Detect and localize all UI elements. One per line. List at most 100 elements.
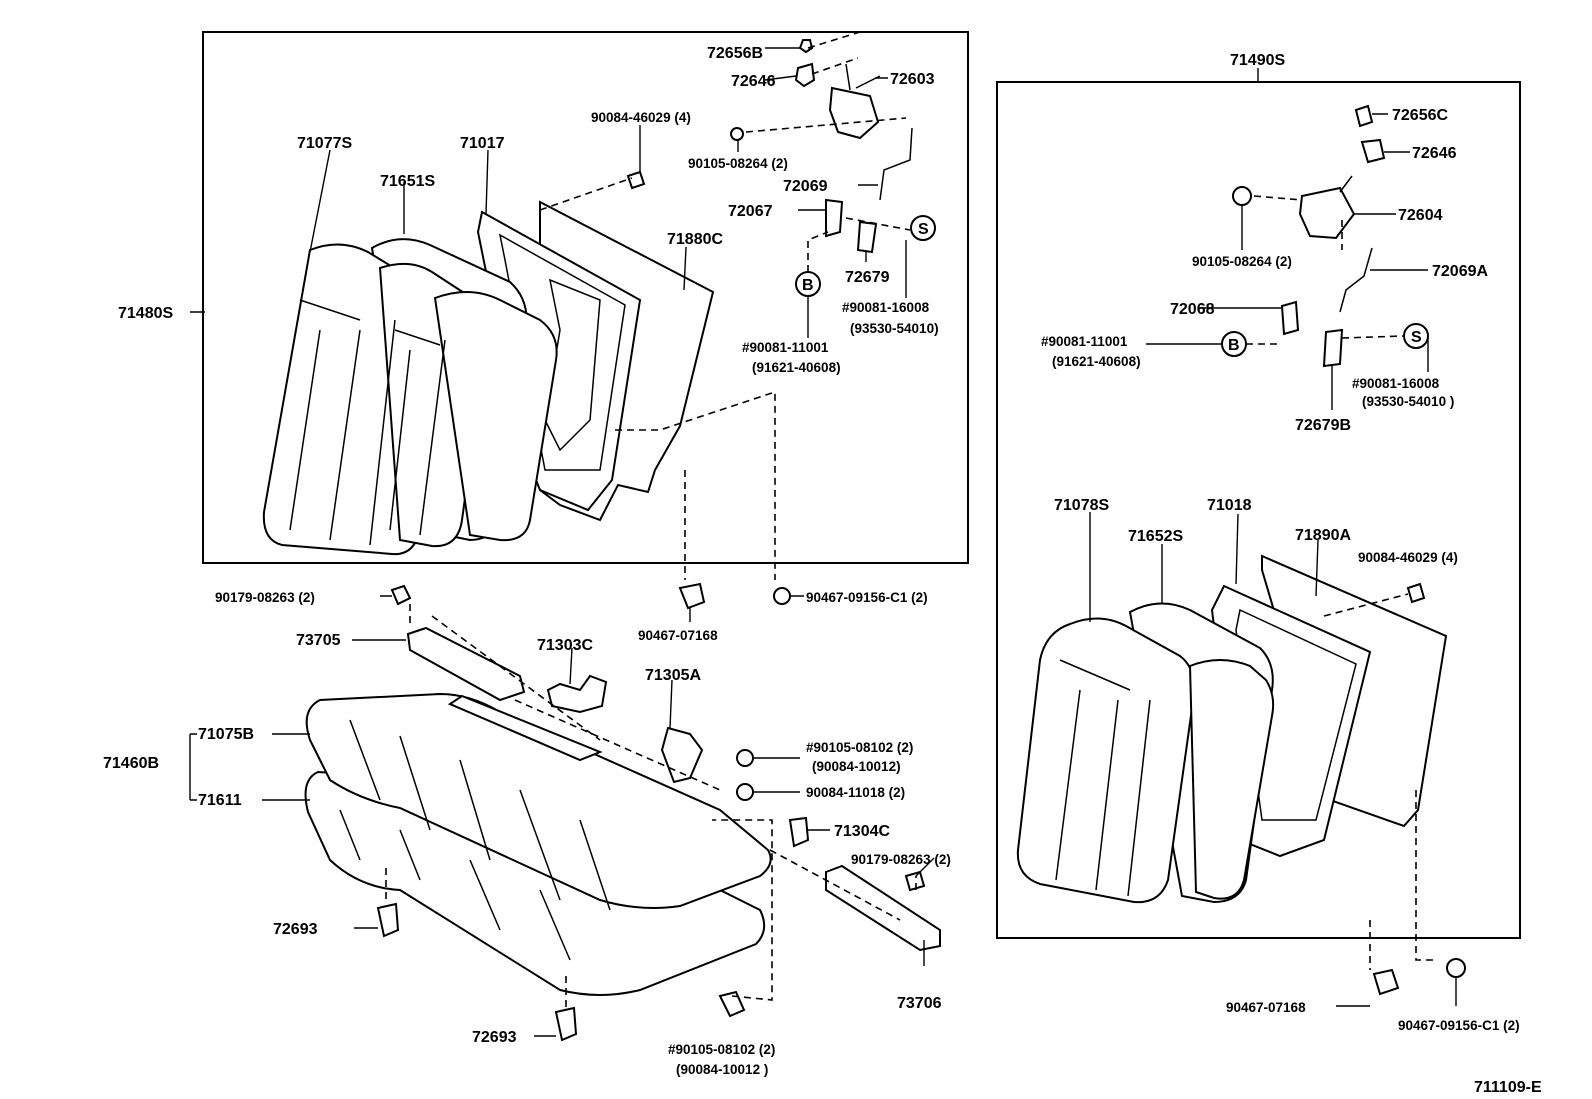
bolt-bottom-alt-label: (90084-10012 ) <box>676 1062 768 1077</box>
pad-r-label: 71652S <box>1128 528 1183 545</box>
bezel-r-label: 72646 <box>1412 145 1457 162</box>
lock-button-r-icon <box>1354 104 1374 128</box>
striker-icon <box>825 198 844 238</box>
lock-screw-label: 90105-08264 (2) <box>688 156 788 171</box>
bolt-b-label: 90084-11018 (2) <box>806 785 905 800</box>
cushion-rear-flap <box>447 694 603 762</box>
right-seatback-group: 71490S B S 72656C 72646 72604 90105-0826… <box>996 52 1521 1033</box>
cushion-assembly-label: 71460B <box>103 755 159 772</box>
lock-button-label: 72656B <box>707 45 763 62</box>
left-dashed-guides <box>539 31 911 580</box>
right-assembly-label: 71490S <box>1230 52 1285 69</box>
striker-r-icon <box>1280 300 1300 336</box>
left-assembly-label: 71480S <box>118 305 173 322</box>
cushion-dashed-guides <box>385 604 917 1008</box>
bracket-a-icon <box>546 674 608 714</box>
nut-r-label: 90467-07168 <box>1226 1000 1306 1015</box>
hinge-right-label: 73706 <box>897 995 942 1012</box>
bolt-bottom-label: #90105-08102 (2) <box>668 1042 775 1057</box>
screw-r-icon <box>1232 186 1252 206</box>
hook-icon <box>856 220 878 254</box>
hinge-bolt-label: 90179-08263 (2) <box>215 590 315 605</box>
board-r-label: 71890A <box>1295 527 1351 544</box>
b-marker-r-label: B <box>1228 337 1240 354</box>
s-part-label: #90081-16008 <box>842 300 930 315</box>
hook-label: 72679 <box>845 269 890 286</box>
hinge-bolt-icon <box>390 584 412 606</box>
s-part-r-alt-label: (93530-54010 ) <box>1362 394 1454 409</box>
lock-icon <box>828 86 880 140</box>
lock-label: 72603 <box>890 71 935 88</box>
bolt-a-icon <box>736 749 754 767</box>
s-part-alt-label: (93530-54010) <box>850 321 939 336</box>
bezel-label: 72646 <box>731 73 776 90</box>
bezel-icon <box>794 62 816 88</box>
seatback-frame-r-inner <box>1235 608 1357 821</box>
seat-cushion-group: 73705 71303C 71305A 71460B 71075B 71611 … <box>103 604 951 1077</box>
hinge-right-icon <box>825 864 941 952</box>
lock-screw-r-label: 90105-08264 (2) <box>1192 254 1292 269</box>
hinge-left-icon <box>406 626 526 702</box>
bolt-icon <box>626 170 646 190</box>
cushion-pad-seams <box>339 809 571 961</box>
nut-r-icon <box>1372 968 1400 996</box>
bolt-b-icon <box>736 783 754 801</box>
striker-r-label: 72068 <box>1170 301 1215 318</box>
cushion-cover-label: 71075B <box>198 726 254 743</box>
right-lock-leaders <box>1146 113 1429 410</box>
clip-icon <box>773 587 791 605</box>
board-label: 71880C <box>667 231 723 248</box>
seatback-cover-r-seams <box>1055 659 1151 897</box>
s-marker-label: S <box>918 221 929 238</box>
bracket-b-label: 71305A <box>645 667 701 684</box>
right-lower-dashed-guides <box>1323 593 1436 970</box>
bolt-top-label: 90084-46029 (4) <box>591 110 691 125</box>
bracket-a-label: 71303C <box>537 637 593 654</box>
cover-label: 71077S <box>297 135 352 152</box>
cover-r-label: 71078S <box>1054 497 1109 514</box>
seatback-frame-inner <box>498 233 626 471</box>
lock-rod <box>845 63 881 91</box>
s-part-r-label: #90081-16008 <box>1352 376 1440 391</box>
seatback-frame-brace <box>544 278 601 452</box>
bolt-top-r-label: 90084-46029 (4) <box>1358 550 1458 565</box>
left-lower-fasteners: 90179-08263 (2) 90467-07168 90467-09156-… <box>215 582 928 643</box>
center-nut-icon <box>678 582 706 610</box>
hinge-bolt-right-icon <box>904 870 926 892</box>
hook-r-icon <box>1322 328 1344 368</box>
bolt-top-r-icon <box>1406 582 1426 604</box>
cushion-pad-label: 71611 <box>198 792 242 809</box>
left-seatback-group: S B 72656B 72646 72603 90084-46029 (4) 9… <box>118 31 969 580</box>
cushion-leaders <box>189 639 935 1037</box>
cushion-cover-seams <box>349 719 611 911</box>
s-marker-r-label: S <box>1411 329 1422 346</box>
bolt-bottom-icon <box>718 990 746 1018</box>
bolt-a-alt-label: (90084-10012) <box>812 759 901 774</box>
b-marker-label: B <box>802 277 814 294</box>
bracket-c-icon <box>788 816 810 848</box>
s-marker-circle <box>910 215 936 241</box>
seatback-cover-r <box>1016 617 1196 904</box>
hinge-bolt-right-label: 90179-08263 (2) <box>851 852 951 867</box>
striker-label: 72067 <box>728 203 773 220</box>
clip-r-icon <box>1446 958 1466 978</box>
bezel-r-icon <box>1360 138 1386 164</box>
diagram-id: 711109-E <box>1474 1079 1542 1096</box>
clip-label: 90467-09156-C1 (2) <box>806 590 928 605</box>
lock-button-r-label: 72656C <box>1392 107 1448 124</box>
seatback-frame <box>476 210 642 512</box>
right-lower-leaders <box>1089 512 1457 1007</box>
stopper-1-icon <box>376 902 400 938</box>
center-nut-label: 90467-07168 <box>638 628 718 643</box>
b-part-r-alt-label: (91621-40608) <box>1052 354 1141 369</box>
left-leader-lines <box>190 47 907 338</box>
b-part-alt-label: (91621-40608) <box>752 360 841 375</box>
hook-r-label: 72679B <box>1295 417 1351 434</box>
b-part-r-label: #90081-11001 <box>1041 334 1128 349</box>
stopper-1-label: 72693 <box>273 921 318 938</box>
screw-icon <box>730 127 744 141</box>
lock-r-icon <box>1298 186 1356 240</box>
b-part-label: #90081-11001 <box>742 340 829 355</box>
stopper-2-label: 72693 <box>472 1029 517 1046</box>
right-lock-dashed-guides <box>1246 195 1405 345</box>
